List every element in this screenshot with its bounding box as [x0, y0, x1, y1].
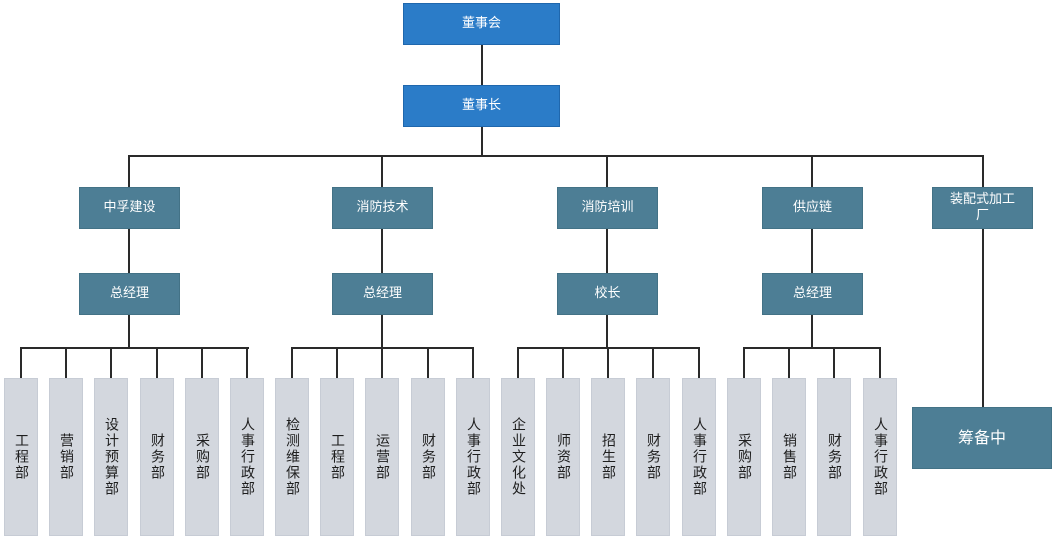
- dept-node[interactable]: 采购部: [727, 378, 761, 536]
- connector-line: [381, 315, 383, 348]
- connector-line: [20, 347, 22, 378]
- connector-line: [982, 229, 984, 407]
- dept-node[interactable]: 检测维保部: [275, 378, 309, 536]
- dept-label: 企业文化处: [510, 417, 526, 497]
- company-node-prefab-factory[interactable]: 装配式加工厂: [932, 187, 1033, 229]
- connector-line: [833, 347, 835, 378]
- connector-line: [110, 347, 112, 378]
- connector-line: [811, 229, 813, 273]
- company-node-fire-training[interactable]: 消防培训: [557, 187, 658, 229]
- manager-node-fire-training[interactable]: 校长: [557, 273, 658, 315]
- connector-line: [336, 347, 338, 378]
- connector-line: [246, 347, 248, 378]
- connector-line: [606, 315, 608, 348]
- connector-line: [128, 315, 130, 348]
- connector-line: [743, 347, 881, 349]
- dept-node[interactable]: 财务部: [636, 378, 670, 536]
- connector-line: [879, 347, 881, 378]
- connector-line: [20, 347, 249, 349]
- connector-line: [472, 347, 474, 378]
- connector-line: [381, 155, 383, 187]
- chairman-node[interactable]: 董事长: [403, 85, 560, 127]
- dept-label: 采购部: [736, 433, 752, 481]
- dept-label: 人事行政部: [239, 417, 255, 497]
- connector-line: [788, 347, 790, 378]
- dept-label: 检测维保部: [284, 417, 300, 497]
- connector-line: [517, 347, 519, 378]
- connector-line: [811, 155, 813, 187]
- dept-node[interactable]: 人事行政部: [230, 378, 264, 536]
- connector-line: [982, 155, 984, 187]
- connector-line: [698, 347, 700, 378]
- connector-line: [128, 155, 984, 157]
- dept-label: 运营部: [374, 433, 390, 481]
- connector-line: [291, 347, 293, 378]
- dept-node[interactable]: 财务部: [411, 378, 445, 536]
- dept-node[interactable]: 师资部: [546, 378, 580, 536]
- company-node-zhongfu[interactable]: 中孚建设: [79, 187, 180, 229]
- connector-line: [606, 229, 608, 273]
- dept-node[interactable]: 人事行政部: [682, 378, 716, 536]
- dept-node[interactable]: 运营部: [365, 378, 399, 536]
- dept-node[interactable]: 销售部: [772, 378, 806, 536]
- dept-node[interactable]: 设计预算部: [94, 378, 128, 536]
- dept-node[interactable]: 营销部: [49, 378, 83, 536]
- company-node-fire-tech[interactable]: 消防技术: [332, 187, 433, 229]
- connector-line: [156, 347, 158, 378]
- connector-line: [606, 155, 608, 187]
- connector-line: [562, 347, 564, 378]
- dept-label: 工程部: [329, 433, 345, 481]
- dept-node[interactable]: 人事行政部: [456, 378, 490, 536]
- dept-node[interactable]: 财务部: [817, 378, 851, 536]
- dept-label: 采购部: [194, 433, 210, 481]
- dept-label: 人事行政部: [872, 417, 888, 497]
- connector-line: [607, 347, 609, 378]
- dept-node[interactable]: 人事行政部: [863, 378, 897, 536]
- dept-node[interactable]: 采购部: [185, 378, 219, 536]
- dept-label: 师资部: [555, 433, 571, 481]
- connector-line: [427, 347, 429, 378]
- status-node-prefab-factory[interactable]: 筹备中: [912, 407, 1052, 469]
- manager-node-supply-chain[interactable]: 总经理: [762, 273, 863, 315]
- dept-label: 人事行政部: [691, 417, 707, 497]
- connector-line: [201, 347, 203, 378]
- connector-line: [381, 347, 383, 378]
- dept-label: 营销部: [58, 433, 74, 481]
- dept-label: 财务部: [420, 433, 436, 481]
- dept-label: 财务部: [826, 433, 842, 481]
- dept-label: 销售部: [781, 433, 797, 481]
- connector-line: [128, 229, 130, 273]
- company-node-supply-chain[interactable]: 供应链: [762, 187, 863, 229]
- connector-line: [481, 127, 483, 156]
- dept-node[interactable]: 工程部: [320, 378, 354, 536]
- connector-line: [811, 315, 813, 348]
- connector-line: [481, 45, 483, 85]
- dept-label: 招生部: [600, 433, 616, 481]
- connector-line: [381, 229, 383, 273]
- manager-node-fire-tech[interactable]: 总经理: [332, 273, 433, 315]
- dept-label: 财务部: [149, 433, 165, 481]
- dept-label: 工程部: [13, 433, 29, 481]
- dept-node[interactable]: 企业文化处: [501, 378, 535, 536]
- dept-label: 设计预算部: [103, 417, 119, 497]
- dept-label: 财务部: [645, 433, 661, 481]
- dept-node[interactable]: 财务部: [140, 378, 174, 536]
- dept-node[interactable]: 工程部: [4, 378, 38, 536]
- board-node[interactable]: 董事会: [403, 3, 560, 45]
- connector-line: [128, 155, 130, 187]
- connector-line: [652, 347, 654, 378]
- connector-line: [65, 347, 67, 378]
- dept-label: 人事行政部: [465, 417, 481, 497]
- manager-node-zhongfu[interactable]: 总经理: [79, 273, 180, 315]
- dept-node[interactable]: 招生部: [591, 378, 625, 536]
- connector-line: [743, 347, 745, 378]
